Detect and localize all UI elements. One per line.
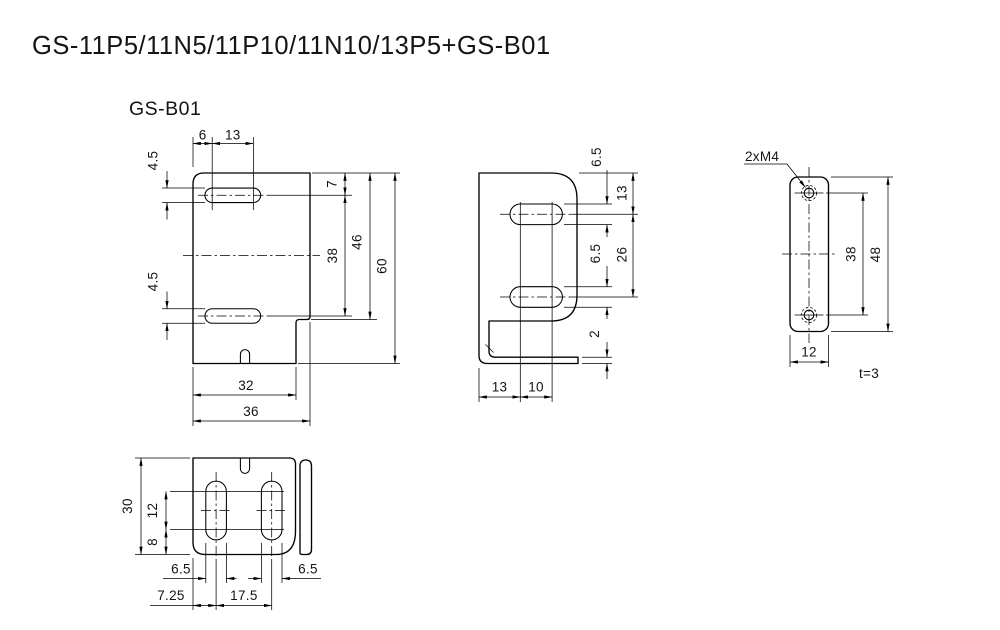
dim-label-6-5-top: 6.5 [589, 147, 604, 167]
dim-label-48: 48 [868, 247, 883, 263]
front-dimension-lines [165, 141, 397, 423]
dim-label-60: 60 [375, 258, 390, 274]
bottom-extension-lines [135, 457, 283, 610]
dim-label-38: 38 [325, 248, 340, 264]
front-view: 6 13 4.5 4.5 7 38 46 60 32 36 [146, 128, 400, 426]
dim-label-13-bottom: 13 [492, 380, 508, 395]
dim-label-6: 6 [199, 128, 207, 143]
side-outline [478, 172, 579, 365]
dim-label-4-5-top: 4.5 [146, 151, 161, 171]
side-extension-lines [478, 172, 638, 402]
plate-dimension-lines [789, 176, 890, 364]
bottom-outline [192, 457, 297, 556]
drawing-title: GS-11P5/11N5/11P10/11N10/13P5+GS-B01 [32, 32, 551, 60]
bottom-dimension-lines [139, 457, 321, 608]
side-bend-relief-line [485, 344, 494, 353]
bottom-notch [239, 458, 251, 474]
dim-label-12-bottom: 12 [145, 503, 160, 519]
plate-view: 2xM4 38 48 12 t=3 [744, 149, 893, 381]
part-label: GS-B01 [129, 98, 201, 120]
dim-label-17-5: 17.5 [230, 588, 257, 603]
dim-label-6-5-right: 6.5 [298, 562, 318, 577]
dim-label-6-5-left: 6.5 [171, 562, 191, 577]
front-slot-bottom [204, 308, 262, 324]
front-extension-lines [162, 137, 400, 426]
front-outline [192, 172, 311, 365]
side-slot-bottom [509, 286, 563, 308]
hole-note: 2xM4 [745, 149, 779, 164]
dim-label-46: 46 [350, 234, 365, 250]
dim-label-4-5-bottom: 4.5 [146, 272, 161, 292]
side-dimension-lines [478, 170, 635, 399]
dim-label-30: 30 [120, 498, 135, 514]
dim-label-7-25: 7.25 [157, 588, 184, 603]
dim-label-32: 32 [238, 378, 254, 393]
dim-label-36: 36 [243, 404, 259, 419]
plate-extension-lines [789, 176, 893, 367]
dim-label-8: 8 [145, 538, 160, 546]
front-notch [239, 349, 251, 364]
dim-label-13: 13 [225, 128, 241, 143]
dim-label-7: 7 [325, 180, 340, 188]
bottom-flange-strip [299, 459, 313, 556]
side-slot-top [509, 203, 563, 226]
dim-label-26: 26 [615, 247, 630, 263]
side-view: 6.5 6.5 2 13 26 13 10 [478, 147, 638, 402]
dim-label-38-plate: 38 [844, 246, 859, 262]
dim-label-13-right: 13 [615, 185, 630, 201]
dim-label-6-5-mid: 6.5 [588, 244, 603, 264]
bottom-view: 30 12 8 6.5 6.5 7.25 17.5 [120, 457, 321, 610]
dim-label-12-plate: 12 [801, 345, 817, 360]
plate-leader [744, 163, 806, 188]
dim-label-10: 10 [528, 380, 544, 395]
thickness-note: t=3 [859, 366, 879, 381]
dim-label-2: 2 [587, 330, 602, 338]
